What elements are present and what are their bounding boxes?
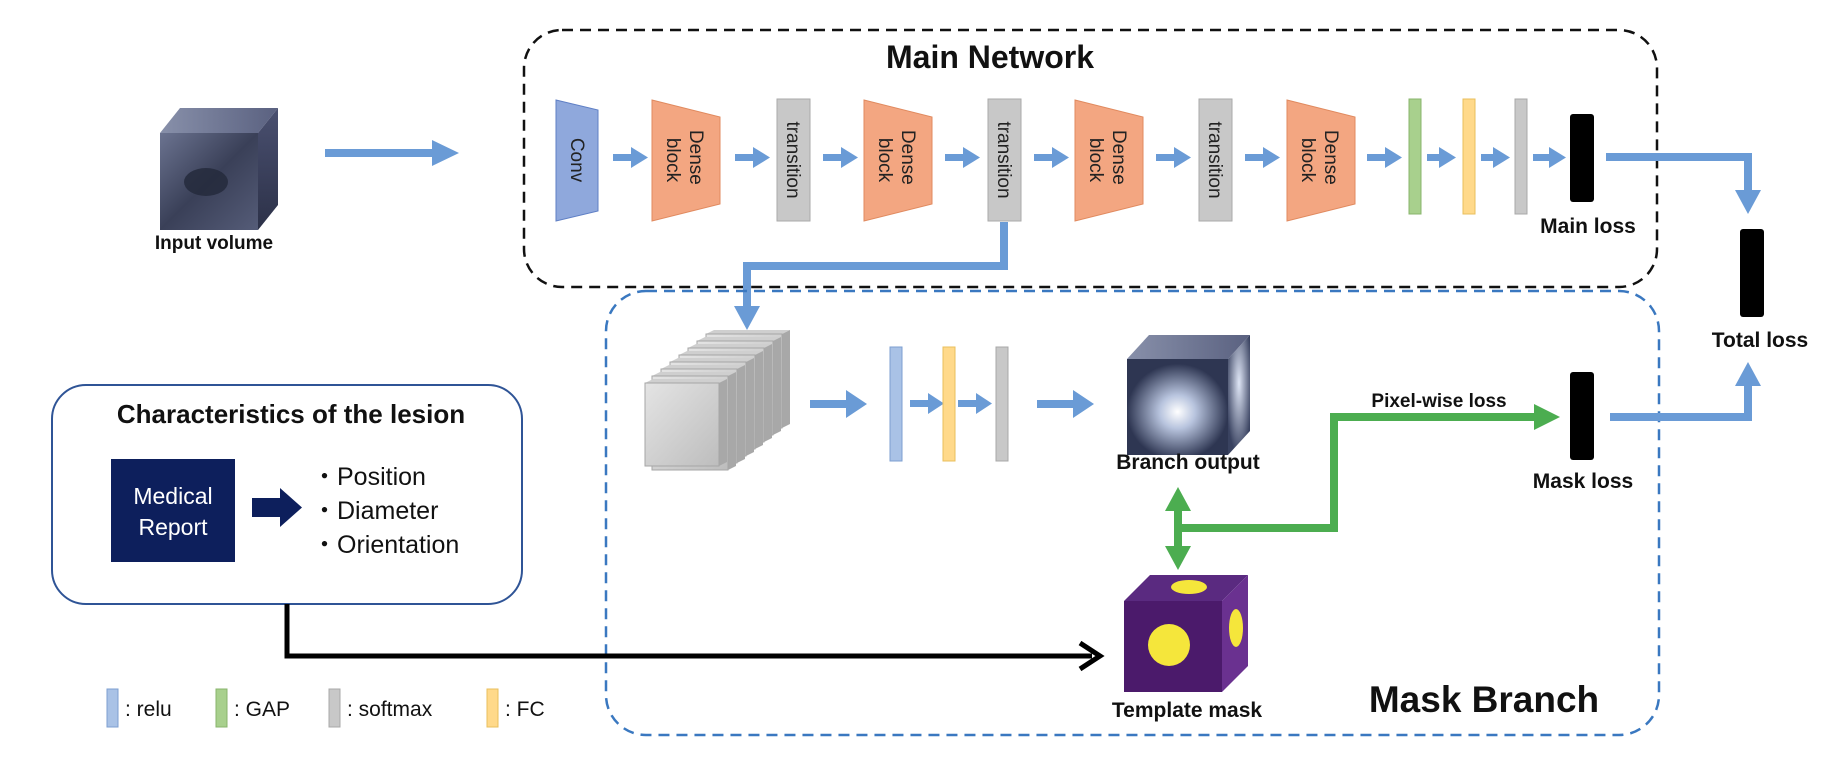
main-to-total-arrowhead <box>1735 190 1761 214</box>
legend-swatch-gap <box>215 688 228 728</box>
dense-block-1: Dense block <box>651 99 721 222</box>
main-loss-label: Main loss <box>1540 215 1636 238</box>
branch-output-label: Branch output <box>1116 451 1259 474</box>
branch-fc-bar <box>942 346 956 462</box>
branch-flow-arrows <box>810 390 1094 418</box>
input-cube-lesion <box>184 168 228 196</box>
lesion-bullet-diameter: ・Diameter <box>312 497 438 525</box>
main-network-title: Main Network <box>886 39 1094 75</box>
dense-label-1b: block <box>662 138 683 183</box>
input-volume: Input volume <box>155 108 278 254</box>
report-arrow <box>252 488 302 527</box>
input-volume-label: Input volume <box>155 233 273 254</box>
medical-report-line1: Medical <box>133 483 212 509</box>
dense-label-3a: Dense <box>1108 130 1129 185</box>
main-gap-bar <box>1408 98 1422 215</box>
dense-label-4b: block <box>1297 138 1318 183</box>
pixel-wise-loss-label: Pixel-wise loss <box>1371 391 1506 412</box>
dense-block-4: Dense block <box>1286 99 1356 222</box>
transition-to-branch-arrowhead <box>734 306 760 330</box>
lesion-to-mask-arrowhead <box>1078 640 1105 672</box>
svg-text:Dense block: Dense block <box>1085 130 1129 190</box>
transition-label-2: transition <box>993 121 1014 198</box>
legend-label-softmax: : softmax <box>347 698 433 721</box>
feature-map-stack <box>644 330 790 471</box>
transition-2: transition <box>987 98 1022 222</box>
mask-loss-block <box>1570 372 1594 460</box>
conv-layer: Conv <box>555 99 599 222</box>
main-loss-block <box>1570 114 1594 202</box>
mask-to-total-arrowhead <box>1735 362 1761 386</box>
input-cube-side <box>258 108 278 230</box>
lesion-title: Characteristics of the lesion <box>117 399 465 429</box>
dense-label-1a: Dense <box>685 130 706 185</box>
branch-softmax-bar <box>995 346 1009 462</box>
transition-1: transition <box>776 98 811 222</box>
mask-to-total-arrow <box>1610 384 1752 421</box>
mask-branch-title: Mask Branch <box>1369 679 1599 720</box>
legend-swatch-fc <box>486 688 499 728</box>
svg-text:Dense block: Dense block <box>662 130 706 190</box>
legend: : relu : GAP : softmax : FC <box>106 688 545 728</box>
dense-block-3: Dense block <box>1074 99 1144 222</box>
total-loss-label: Total loss <box>1712 329 1808 352</box>
mask-lesion-side <box>1229 609 1243 647</box>
transition-label-3: transition <box>1204 121 1225 198</box>
template-mask-label: Template mask <box>1112 699 1262 722</box>
mask-lesion-top <box>1171 580 1207 594</box>
pixel-loss-connector <box>1165 404 1560 570</box>
main-to-total-arrow <box>1606 153 1752 192</box>
input-cube-top <box>160 108 278 133</box>
mask-loss-label: Mask loss <box>1533 470 1633 493</box>
total-loss-block <box>1740 229 1764 317</box>
svg-text:Dense block: Dense block <box>1297 130 1341 190</box>
transition-3: transition <box>1198 98 1233 222</box>
dense-label-2b: block <box>874 138 895 183</box>
lesion-to-mask-arrow <box>284 604 1092 659</box>
conv-label: Conv <box>566 138 587 183</box>
mask-branch-frame <box>604 289 1661 737</box>
dense-label-2a: Dense <box>897 130 918 185</box>
mask-lesion-front <box>1148 624 1190 666</box>
lesion-bullet-position: ・Position <box>312 463 426 491</box>
branch-relu-bar <box>889 346 903 462</box>
branch-output-cube <box>1127 335 1250 455</box>
transition-to-branch-arrow <box>743 222 1008 308</box>
dense-block-2: Dense block <box>863 99 933 222</box>
medical-report-line2: Report <box>138 514 208 540</box>
medical-report-box <box>111 459 235 562</box>
template-mask-cube <box>1124 575 1248 692</box>
legend-swatch-softmax <box>328 688 341 728</box>
transition-label-1: transition <box>782 121 803 198</box>
lesion-bullet-orientation: ・Orientation <box>312 531 459 559</box>
dense-label-3b: block <box>1085 138 1106 183</box>
legend-label-fc: : FC <box>505 698 545 721</box>
legend-label-gap: : GAP <box>234 698 290 721</box>
legend-label-relu: : relu <box>125 698 172 721</box>
dense-label-4a: Dense <box>1320 130 1341 185</box>
input-arrow <box>325 140 459 166</box>
main-flow-arrows <box>613 147 1566 168</box>
main-softmax-bar <box>1514 98 1528 215</box>
legend-swatch-relu <box>106 688 119 728</box>
svg-text:Dense block: Dense block <box>874 130 918 190</box>
main-fc-bar <box>1462 98 1476 215</box>
